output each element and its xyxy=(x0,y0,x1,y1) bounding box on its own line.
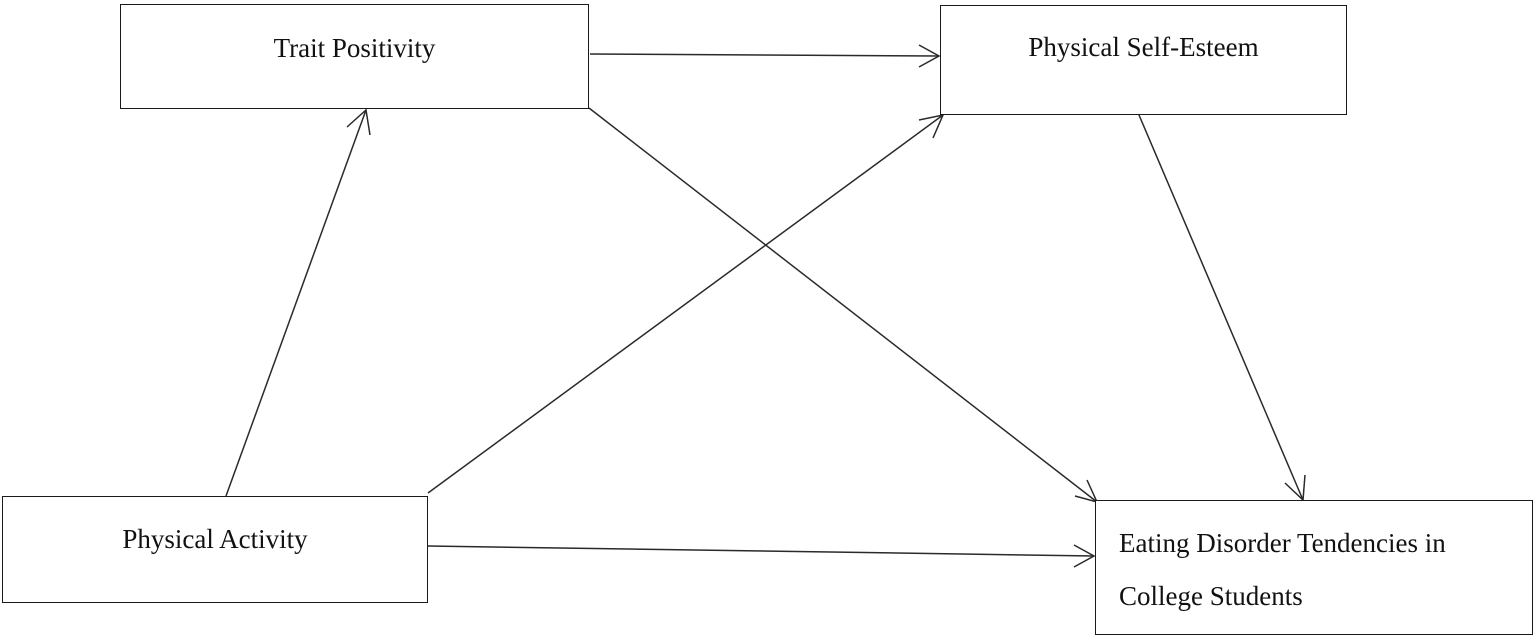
edge-physical-activity-to-physical-self-esteem xyxy=(427,113,945,494)
edge-trait-positivity-to-physical-self-esteem xyxy=(589,44,941,68)
edge-physical-self-esteem-to-eating-disorder xyxy=(1138,114,1306,502)
edge-trait-positivity-to-eating-disorder xyxy=(588,107,1099,504)
node-trait-positivity: Trait Positivity xyxy=(120,4,589,109)
node-label: Physical Self-Esteem xyxy=(1028,32,1259,62)
edge-physical-activity-to-trait-positivity xyxy=(225,108,371,497)
node-physical-self-esteem: Physical Self-Esteem xyxy=(940,5,1347,115)
edge-physical-activity-to-eating-disorder xyxy=(427,544,1096,568)
node-physical-activity: Physical Activity xyxy=(2,496,428,603)
node-label: Physical Activity xyxy=(122,524,308,554)
node-label: Eating Disorder Tendencies in College St… xyxy=(1119,528,1446,611)
node-eating-disorder-tendencies: Eating Disorder Tendencies in College St… xyxy=(1095,500,1533,635)
node-label: Trait Positivity xyxy=(273,33,436,63)
